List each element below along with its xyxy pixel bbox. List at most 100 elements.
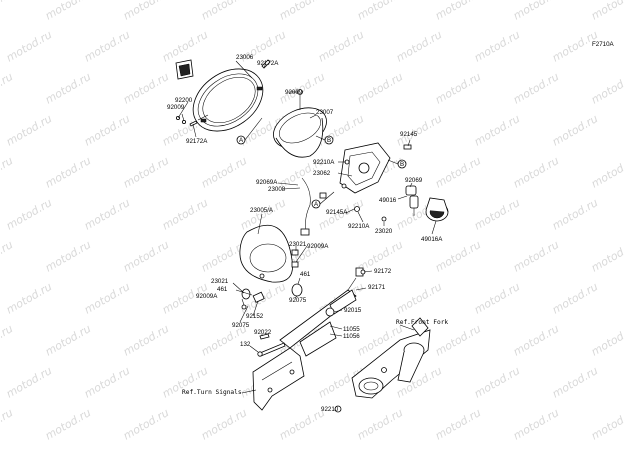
watermark-text: motod.ru [355,406,405,443]
part-label: 92015 [344,307,362,314]
part-label: 92210A [313,159,335,166]
part-label: 132 [240,341,251,348]
part-label: 461 [300,271,311,278]
headlight-lens-unit [273,89,327,158]
part-label: 92069 [405,177,423,184]
watermark-text: motod.ru [433,406,483,443]
part-label: 92022 [254,329,272,336]
headlight-rim [192,68,264,132]
watermark-text: motod.ru [550,196,600,233]
ref-label: Ref.Turn Signals [182,389,242,396]
watermark-text: motod.ru [433,0,483,23]
part-label: 11055 [343,326,360,333]
part-label: 92171 [368,284,386,291]
watermark-text: motod.ru [511,406,561,443]
bracket-washer [381,216,387,222]
watermark-text: motod.ru [43,0,93,23]
watermark-text: motod.ru [43,154,93,191]
watermark-text: motod.ru [433,322,483,359]
headlight-housing [239,224,293,283]
callout-letter: B [400,161,404,168]
part-label: 92172 [374,268,392,275]
part-label: 23005/A [250,207,274,214]
watermark-text: motod.ru [199,0,249,23]
part-label: 92009 [167,104,185,111]
watermark-text: motod.ru [511,70,561,107]
watermark-text: motod.ru [82,196,132,233]
watermark-text: motod.ru [511,154,561,191]
watermark-text: motod.ru [0,70,15,107]
watermark-text: motod.ru [121,238,171,275]
watermark-text: motod.ru [121,154,171,191]
watermark-text: motod.ru [43,70,93,107]
watermark-text: motod.ru [589,154,625,191]
callout-letters: A B B A [239,137,404,208]
watermark-text: motod.ru [0,238,15,275]
part-label: 92075 [289,297,307,304]
watermark-text: motod.ru [511,238,561,275]
watermark-text: motod.ru [433,154,483,191]
warning-tag [175,59,194,80]
watermark-text: motod.ru [589,322,625,359]
watermark-text: motod.ru [4,28,54,65]
bracket-screw [319,192,327,199]
part-label: 92009A [307,243,329,250]
watermark-text: motod.ru [43,238,93,275]
watermark-text: motod.ru [589,0,625,23]
part-label: 92145 [400,131,418,138]
watermark-text: motod.ru [394,28,444,65]
part-label: 11056 [343,333,360,340]
watermark-text: motod.ru [199,406,249,443]
watermark-text: motod.ru [4,196,54,233]
headlight-stay [279,267,364,357]
callout-letter: A [314,201,319,208]
watermark-text: motod.ru [43,406,93,443]
watermark-text: motod.ru [121,0,171,23]
part-label: 92200 [175,97,193,104]
turn-signal-bracket [252,347,305,411]
watermark-text: motod.ru [0,0,15,23]
watermark-text: motod.ru [82,112,132,149]
fork-clamp [351,317,431,399]
watermark-text: motod.ru [472,112,522,149]
watermark-text: motod.ru [277,406,327,443]
watermark-text: motod.ru [472,196,522,233]
watermark-text: motod.ru [550,112,600,149]
part-label: 23007 [316,109,334,116]
watermark-text: motod.ru [82,28,132,65]
callout-letter: A [239,137,244,144]
callout-letter: B [327,137,331,144]
bracket-nut [354,206,360,212]
watermark-text: motod.ru [433,238,483,275]
ref-label: Ref.Front Fork [396,319,448,326]
watermark-text: motod.ru [277,0,327,23]
clamp-nut [334,405,342,413]
watermark-text: motod.ru [472,28,522,65]
part-label: 92145A [326,209,348,216]
watermark-text: motod.ru [550,364,600,401]
watermark-text: motod.ru [160,196,210,233]
part-label: 92172A [257,60,279,67]
watermark-text: motod.ru [550,280,600,317]
watermark-text: motod.ru [355,0,405,23]
watermark-text: motod.ru [199,154,249,191]
watermark-text: motod.ru [82,364,132,401]
part-label: 92075 [232,322,250,329]
watermark-text: motod.ru [43,322,93,359]
watermark-text: motod.ru [4,112,54,149]
part-label: 23006 [236,54,254,61]
part-label: 92009 [285,89,303,96]
leader-lines [177,60,437,394]
watermark-text: motod.ru [121,70,171,107]
part-label: 92152 [246,313,264,320]
part-label: 92210A [348,223,370,230]
watermark-text: motod.ru [511,0,561,23]
part-label: 49016 [379,197,397,204]
part-label: 23062 [313,170,331,177]
bulb-socket [405,185,419,216]
headlight-bracket [339,142,391,194]
watermark-text: motod.ru [589,238,625,275]
watermark-text: motod.ru [4,280,54,317]
